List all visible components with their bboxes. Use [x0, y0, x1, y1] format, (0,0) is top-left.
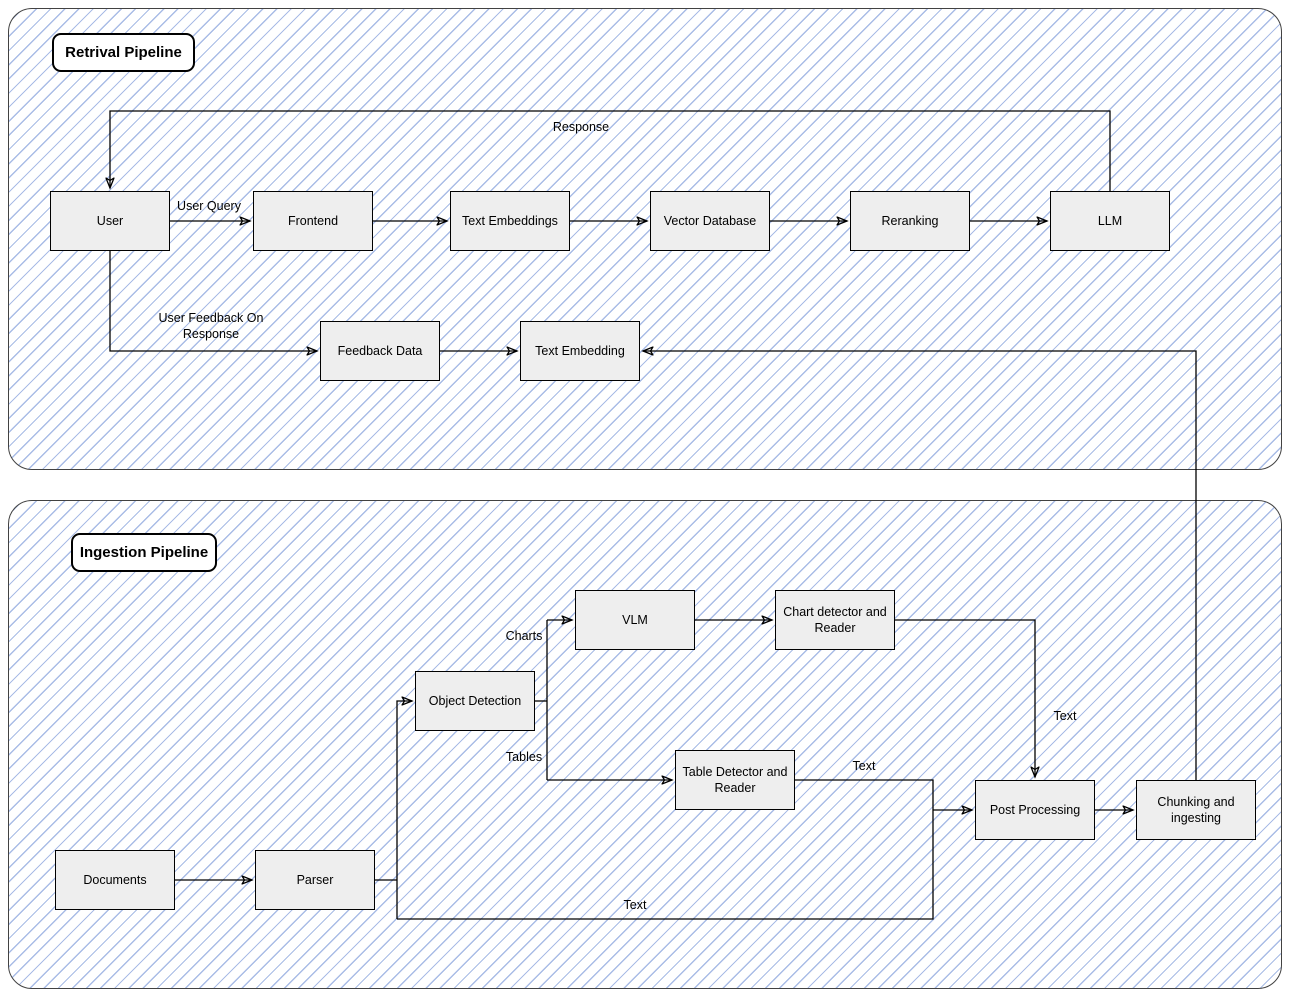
- node-vlm: VLM: [575, 590, 695, 650]
- edge-label-text-parser: Text: [623, 897, 647, 912]
- node-reranking: Reranking: [850, 191, 970, 251]
- edge-label-text-chart: Text: [1053, 708, 1077, 723]
- edge-label-user-query: User Query: [177, 198, 241, 213]
- node-text-embeddings: Text Embeddings: [450, 191, 570, 251]
- node-chart-detector: Chart detector and Reader: [775, 590, 895, 650]
- node-object-detection: Object Detection: [415, 671, 535, 731]
- node-llm: LLM: [1050, 191, 1170, 251]
- edge-label-text-table: Text: [852, 758, 876, 773]
- node-text-embedding: Text Embedding: [520, 321, 640, 381]
- node-user: User: [50, 191, 170, 251]
- edge-label-tables: Tables: [505, 749, 543, 764]
- node-vector-database: Vector Database: [650, 191, 770, 251]
- retrieval-pipeline-title: Retrival Pipeline: [52, 33, 195, 72]
- node-frontend: Frontend: [253, 191, 373, 251]
- node-documents: Documents: [55, 850, 175, 910]
- edge-label-response: Response: [552, 119, 610, 134]
- node-table-detector: Table Detector and Reader: [675, 750, 795, 810]
- ingestion-pipeline-section: [8, 500, 1282, 989]
- edge-label-charts: Charts: [505, 628, 543, 643]
- node-post-processing: Post Processing: [975, 780, 1095, 840]
- node-chunking-ingesting: Chunking and ingesting: [1136, 780, 1256, 840]
- edge-label-user-feedback: User Feedback On Response: [158, 310, 264, 341]
- node-feedback-data: Feedback Data: [320, 321, 440, 381]
- node-parser: Parser: [255, 850, 375, 910]
- ingestion-pipeline-title: Ingestion Pipeline: [71, 533, 217, 572]
